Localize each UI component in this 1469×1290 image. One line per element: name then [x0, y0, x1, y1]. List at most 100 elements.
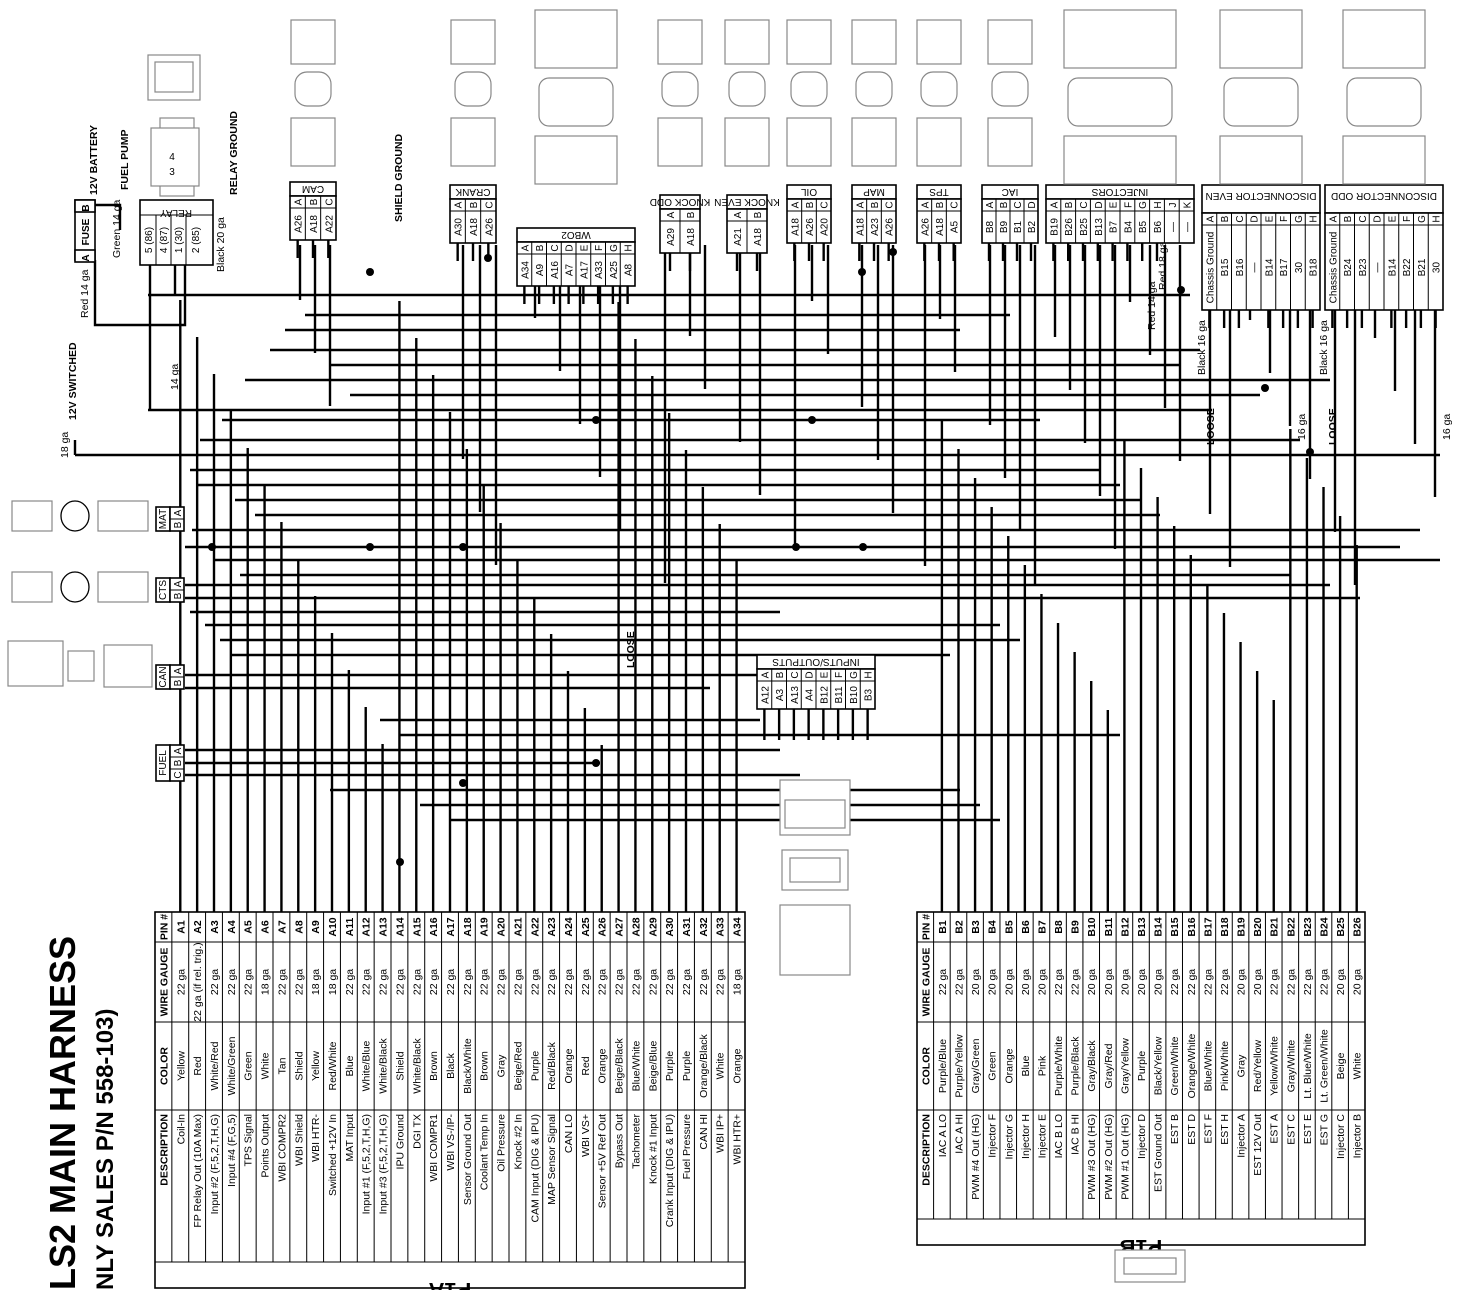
pin-number: A28 — [630, 917, 642, 936]
pin-letter: C — [324, 198, 335, 205]
wire-color: Blue/White — [1202, 1040, 1214, 1091]
wire-color: Beige/Red — [512, 1041, 524, 1090]
connector-title: DISCONNECTOR EVEN — [1206, 190, 1317, 201]
wire-gauge: 22 ga — [1302, 969, 1314, 995]
header-gauge: WIRE GAUGE — [920, 948, 932, 1017]
pin-number: A2 — [192, 920, 204, 934]
pin-ecu: A8 — [624, 263, 635, 276]
black-20ga-label: Black 20 ga — [215, 217, 227, 272]
pin-description: IAC A HI — [953, 1114, 965, 1154]
pin-ecu: A25 — [609, 261, 620, 279]
pin-description: CAN HI — [698, 1114, 710, 1150]
wire-gauge: 22 ga — [614, 969, 626, 995]
pin-description: Sensor +5V Ref Out — [597, 1114, 609, 1208]
pin-description: EST F — [1202, 1114, 1214, 1144]
pin-ecu: A26 — [484, 218, 495, 236]
pin-number: A26 — [597, 917, 609, 936]
pin-letter: B — [535, 244, 546, 251]
pin-letter: A — [666, 211, 677, 218]
pin-number: A9 — [310, 920, 322, 934]
pin-letter: D — [1027, 201, 1038, 208]
pin-letter: H — [624, 244, 635, 251]
wire-color: White — [715, 1052, 727, 1079]
connector-title: INJECTORS — [1091, 186, 1148, 197]
pin-number: B5 — [1003, 920, 1015, 934]
pin-ecu: B17 — [1279, 258, 1290, 276]
pin-description: Points Output — [260, 1114, 272, 1178]
wire-gauge: 20 ga — [1003, 969, 1015, 995]
wire-color: Green — [243, 1051, 255, 1080]
wire-gauge: 22 ga — [394, 969, 406, 995]
pin-letter: H — [1309, 215, 1320, 222]
pin-letter: B — [870, 201, 881, 208]
pin-letter: A — [173, 580, 184, 587]
pin-number: A12 — [361, 917, 373, 936]
wire-gauge: 20 ga — [1153, 969, 1165, 995]
wire-color: Gray/Red — [1103, 1043, 1115, 1088]
wire-color: Lt. Green/White — [1319, 1029, 1331, 1103]
pin-number: B14 — [1153, 917, 1165, 936]
pin-letter: B — [1064, 201, 1075, 208]
wire-color: Lt. Blue/White — [1302, 1033, 1314, 1099]
wire-color: Blue/White — [630, 1040, 642, 1091]
wire-gauge: 22 ga — [630, 969, 642, 995]
pin-ecu: B9 — [999, 220, 1010, 233]
wire-gauge: 22 ga — [276, 969, 288, 995]
pin-number: A3 — [209, 920, 221, 934]
wire-gauge: 22 ga — [428, 969, 440, 995]
pin-number: A27 — [614, 917, 626, 936]
connector-title: TPS — [929, 186, 949, 197]
wire-gauge: 22 ga — [580, 969, 592, 995]
title-line-1: LS2 MAIN HARNESS — [42, 936, 83, 1290]
pin-ecu: B4 — [1123, 220, 1134, 233]
connector-title: WBO2 — [561, 229, 591, 240]
pin-number: A5 — [243, 920, 255, 934]
pin-description: IAC A LO — [937, 1114, 949, 1157]
pin-number: A13 — [378, 917, 390, 936]
connector-title: FUEL — [158, 750, 169, 776]
wire-gauge: 22 ga — [243, 969, 255, 995]
wire-color: Red/White — [327, 1041, 339, 1090]
pin-letter: E — [819, 671, 830, 678]
wire-color: Purple/Blue — [937, 1039, 949, 1093]
pin-ecu: B22 — [1402, 258, 1413, 276]
injectors-connector: INJECTORSAB19BB26CB25DB13EB7FB4GB5HB6J—K… — [1045, 9, 1195, 261]
wire-gauge: 20 ga — [1036, 969, 1048, 995]
connector-title: OIL — [801, 186, 818, 197]
pin-ecu: B26 — [1064, 218, 1075, 236]
pin-description: MAP Sensor Signal — [546, 1114, 558, 1205]
fuse-b: B — [81, 204, 92, 211]
table-title: P1A — [428, 1278, 471, 1290]
wire-color: Beige/Black — [614, 1038, 626, 1094]
pin-description: FP Relay Out (10A Max) — [192, 1114, 204, 1228]
pin-number: B2 — [953, 920, 965, 934]
pin-number: A34 — [732, 917, 744, 936]
pin-ecu: B1 — [1013, 220, 1024, 233]
harness-title: LS2 MAIN HARNESS NLY SALES P/N 558-103) — [42, 936, 119, 1290]
pin-description: Input #3 (F,5,2,T,H,G) — [378, 1114, 390, 1214]
wire-gauge: 20 ga — [1252, 969, 1264, 995]
wire-color: Orange — [597, 1048, 609, 1083]
pin-number: A32 — [698, 917, 710, 936]
pin-letter: A — [760, 671, 771, 678]
12v-switched-label: 12V SWITCHED — [67, 342, 79, 420]
pin-letter: B — [1343, 215, 1354, 222]
pin-letter: A — [1049, 201, 1060, 208]
wire-color: Shield — [394, 1051, 406, 1080]
pin-ecu: B11 — [834, 686, 845, 703]
title-line-2: NLY SALES P/N 558-103) — [92, 1009, 119, 1290]
pin-number: A11 — [344, 918, 356, 937]
wire-color: White/Black — [378, 1038, 390, 1094]
wire-gauge: 22 ga — [479, 969, 491, 995]
pin-description: CAM Input (DIG & IPU) — [529, 1114, 541, 1223]
pin-letter: A — [173, 667, 184, 674]
wire-color: White/Green — [226, 1036, 238, 1095]
pin-description: EST D — [1186, 1114, 1198, 1145]
wire-gauge: 22 ga — [1269, 969, 1281, 995]
connector-title: KNOCK EVEN — [714, 196, 780, 207]
header-gauge: WIRE GAUGE — [158, 948, 170, 1017]
pin-ecu: B14 — [1264, 258, 1275, 276]
